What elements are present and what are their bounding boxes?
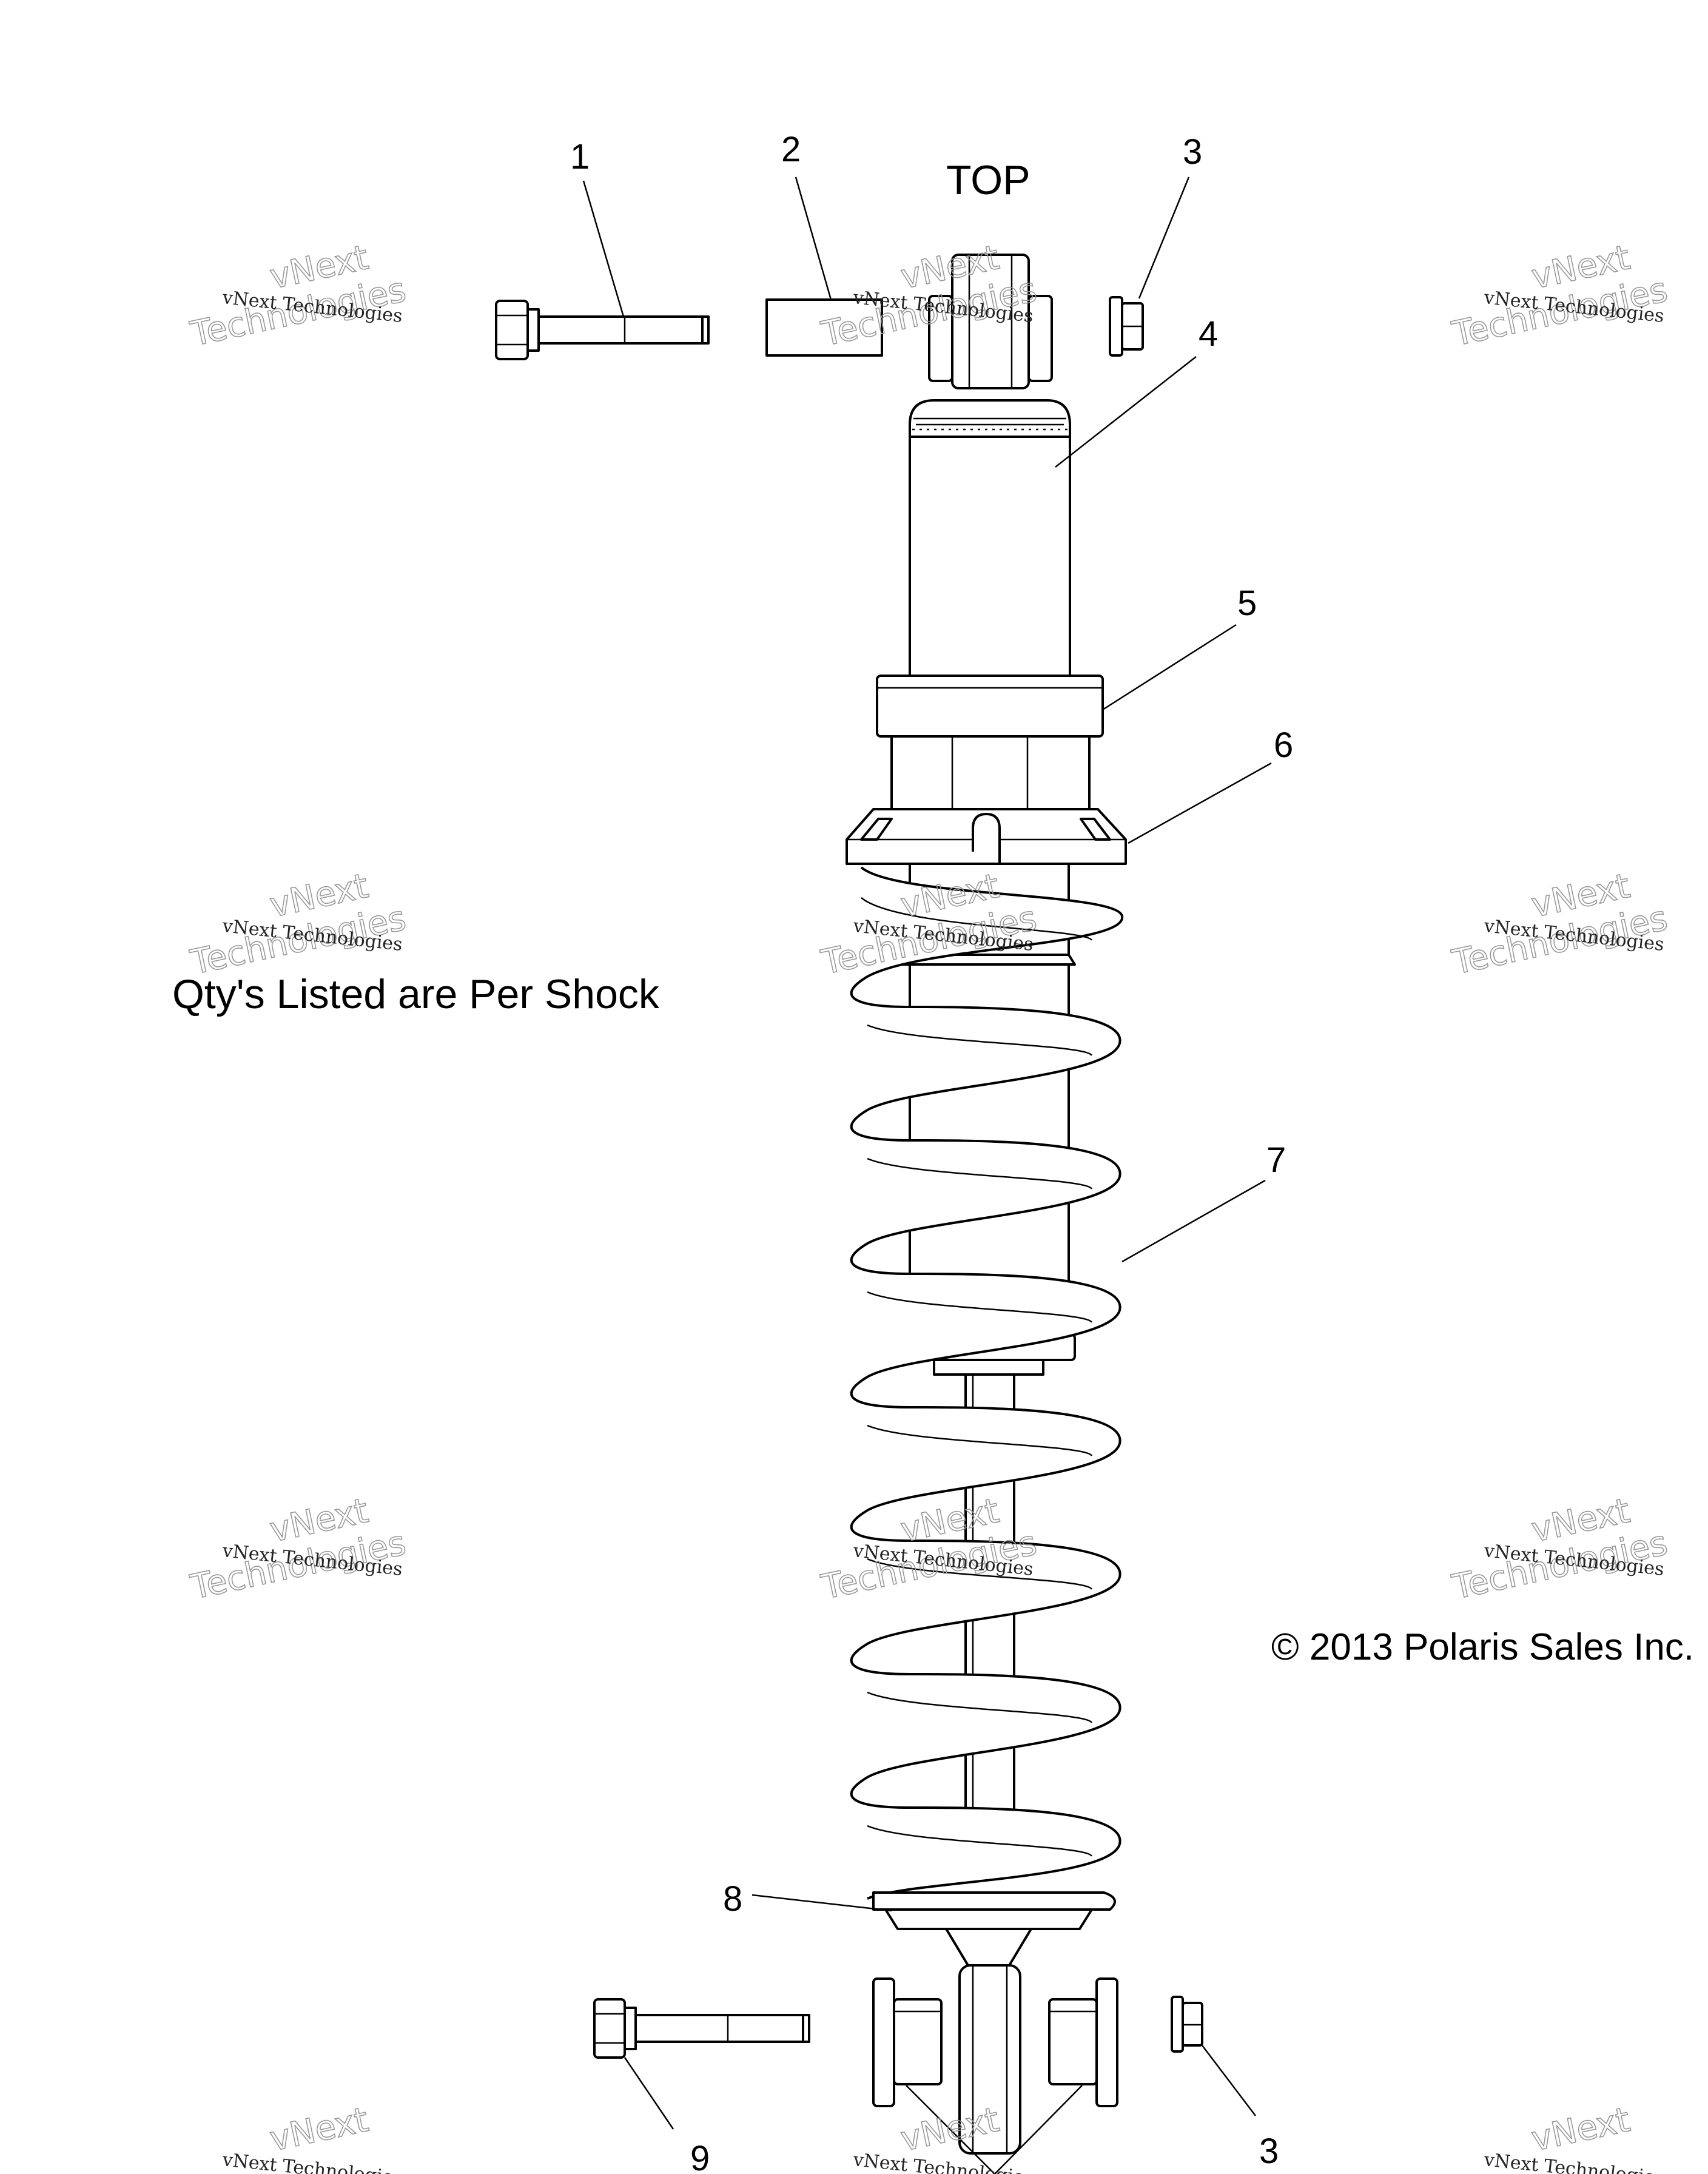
- watermark-r1c3: vNext Technologies vNext Technologies: [1448, 237, 1672, 354]
- callout-4: 4: [1199, 314, 1218, 354]
- leader-lines: [582, 177, 1272, 2174]
- shock-top-eyelet: [928, 254, 1053, 389]
- callout-6: 6: [1274, 725, 1293, 765]
- callout-8: 8: [723, 1879, 742, 1919]
- part-8-spring-seat: [872, 1891, 1116, 1967]
- part-3-nut-top: [1109, 296, 1144, 357]
- part-7-coil-spring: [850, 866, 1124, 1900]
- watermark-r4c1: vNext vNext Technologies: [221, 2099, 403, 2174]
- part-2-sleeve: [765, 298, 883, 357]
- svg-text:vNext: vNext: [1528, 2100, 1633, 2159]
- top-label: TOP: [946, 157, 1031, 203]
- part-4-shock-body: [909, 399, 1071, 681]
- callout-1: 1: [570, 137, 590, 177]
- svg-text:vNext: vNext: [266, 2100, 372, 2159]
- watermark-r3c3: vNext Technologies vNext Technologies: [1448, 1490, 1672, 1607]
- part-3-nut-bottom: [1171, 1996, 1203, 2053]
- shock-threaded-section: [890, 735, 1091, 810]
- callout-3-bottom: 3: [1259, 2132, 1279, 2171]
- shock-bottom-eyelet: [958, 1964, 1021, 2155]
- part-1-bolt: [495, 300, 710, 360]
- svg-text:vNext Technologies: vNext Technologies: [221, 2149, 403, 2174]
- qty-note: Qty's Listed are Per Shock: [172, 971, 660, 1017]
- copyright-notice: © 2013 Polaris Sales Inc.: [1271, 1626, 1694, 1668]
- watermark-r1c1: vNext Technologies vNext Technologies: [187, 237, 410, 354]
- callout-9: 9: [690, 2139, 710, 2174]
- watermark-r4c3: vNext vNext Technologies: [1482, 2099, 1665, 2174]
- bottom-spacer-left: [872, 1977, 943, 2107]
- callout-5: 5: [1237, 584, 1257, 623]
- bottom-spacer-right: [1048, 1977, 1118, 2107]
- callout-7: 7: [1266, 1140, 1286, 1180]
- svg-text:vNext Technologies: vNext Technologies: [1482, 2149, 1665, 2174]
- watermark-r2c3: vNext Technologies vNext Technologies: [1448, 866, 1672, 983]
- watermark-r3c1: vNext Technologies vNext Technologies: [187, 1490, 410, 1607]
- callout-3-top: 3: [1183, 132, 1202, 172]
- part-6-spring-retainer: [846, 808, 1127, 884]
- part-5-collar: [876, 675, 1104, 738]
- callout-2: 2: [781, 130, 801, 169]
- part-9-bolt: [593, 1998, 810, 2059]
- watermark-r2c1: vNext Technologies vNext Technologies: [187, 866, 410, 983]
